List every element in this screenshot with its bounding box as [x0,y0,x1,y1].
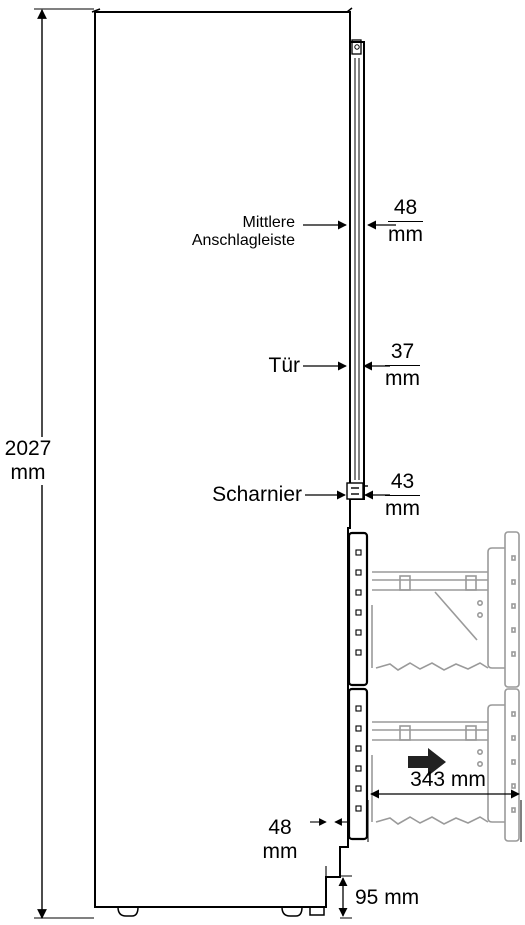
hinge-thickness: 43 mm [385,470,420,521]
door-label: Tür [268,354,301,377]
hinge-thickness-unit: mm [385,497,420,521]
plinth-height-label: 95 mm [355,886,420,909]
middle-strip-thickness: 48 mm [388,196,423,247]
middle-strip-label-line1: Mittlere [242,214,295,231]
middle-strip-label: Mittlere Anschlagleiste [150,214,295,251]
plinth-depth-dimension-line [310,818,348,880]
hinge-thickness-value: 43 [385,470,420,497]
appliance-feet [117,906,325,917]
door-thickness: 37 mm [385,340,420,391]
pull-out-arrow-icon [408,748,446,776]
height-unit: mm [10,461,46,485]
plinth-height-dimension-line [338,875,352,919]
hinge-label: Scharnier [212,483,302,506]
door-thickness-unit: mm [385,367,420,391]
plinth-depth-value: 48 [268,816,292,839]
door-panel [349,39,365,500]
middle-strip-thickness-value: 48 [388,196,423,223]
plinth-depth-unit: mm [262,840,298,864]
drawer-extension-label: 343 mm [410,768,486,791]
door-thickness-value: 37 [385,340,420,367]
drawer-fronts [347,531,369,841]
appliance-body [91,7,353,908]
middle-strip-label-line2: Anschlagleiste [191,232,295,250]
plinth-depth-label: 48 mm [252,816,308,864]
drawer-front-holes [355,549,362,812]
height-value: 2027 [4,437,52,460]
height-label: 2027 mm [3,437,53,486]
drawer-extension-dimension-line [367,789,522,842]
middle-strip-thickness-unit: mm [388,223,423,247]
hinge-shape [346,482,368,500]
extended-drawers [371,531,520,842]
